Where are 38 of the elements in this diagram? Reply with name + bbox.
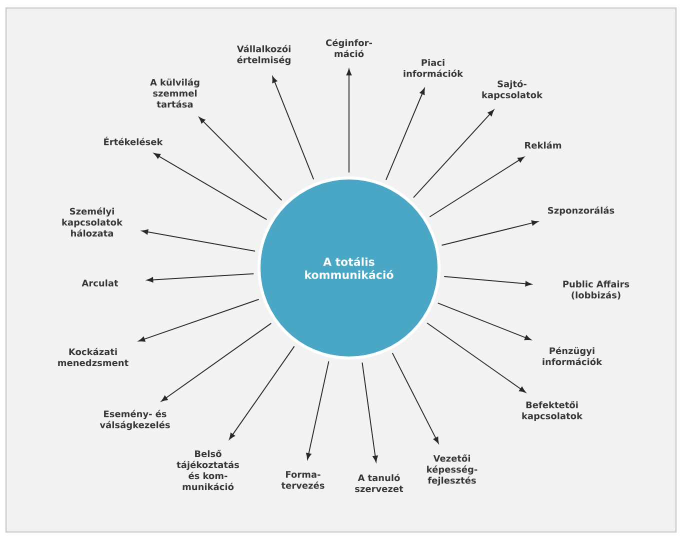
topic-label: Vállalkozói értelmiség: [236, 44, 290, 66]
arrow: [429, 156, 524, 218]
arrow: [441, 220, 538, 246]
arrow: [444, 276, 532, 286]
arrow: [272, 76, 314, 180]
topic-label: Céginfor- máció: [326, 38, 372, 58]
arrow: [146, 273, 254, 282]
topic-label: A tanuló szervezet: [355, 474, 404, 492]
arrow: [154, 153, 268, 220]
topic-label: Esemény- és válságkezelés: [100, 410, 170, 430]
arrow: [346, 68, 352, 173]
arrow: [392, 352, 439, 444]
topic-label: Vezetői képesség- fejlesztés: [427, 454, 478, 486]
arrow: [198, 117, 282, 201]
arrow: [306, 360, 330, 460]
topic-label: Belső tájékoztatás és kom- munikáció: [176, 450, 239, 490]
topic-label: Pénzügyi információk: [542, 346, 602, 366]
arrow: [142, 229, 256, 252]
topic-label: Piaci információk: [404, 59, 464, 77]
arrow: [138, 298, 260, 342]
topic-label: Kockázati menedzsment: [58, 348, 128, 366]
topic-label: Szponzorálás: [548, 206, 614, 216]
topic-label: Forma- tervezés: [281, 471, 324, 489]
topic-label: Személyi kapcsolatok hálozata: [62, 207, 123, 237]
topic-label: Arculat: [82, 280, 118, 286]
arrow: [437, 302, 532, 340]
topic-label: Befektetői kapcsolatok: [522, 400, 583, 422]
topic-label: Reklám: [525, 141, 562, 149]
arrow: [161, 322, 272, 402]
arrow: [426, 322, 526, 393]
topic-label: Értékelések: [104, 136, 163, 146]
arrow: [386, 88, 425, 180]
topic-label: Sajtó- kapcsolatok: [482, 80, 543, 100]
arrow: [362, 362, 378, 462]
arrow: [413, 110, 494, 198]
arrow: [229, 346, 295, 440]
topic-label: Public Affairs (lobbizás): [563, 280, 630, 300]
topic-label: A külvilág szemmel tartása: [150, 78, 200, 108]
